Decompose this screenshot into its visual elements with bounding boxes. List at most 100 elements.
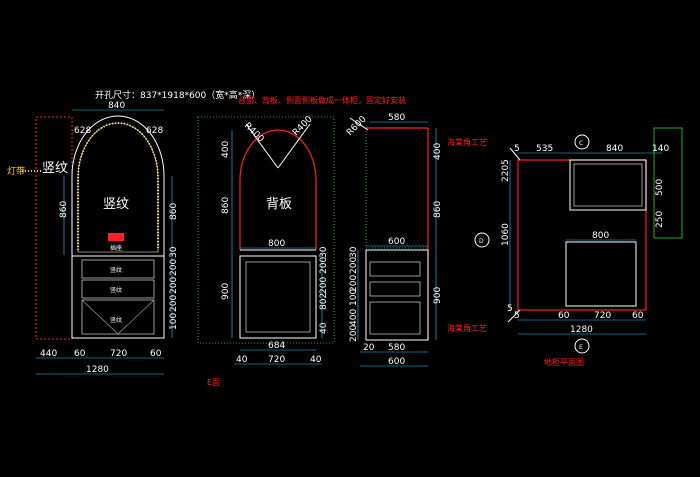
back-radius-right: R400 bbox=[291, 114, 315, 138]
back-bottom-dim-2: 720 bbox=[268, 355, 285, 365]
plan-right-dim-2: 250 bbox=[655, 211, 665, 228]
plan-total-width: 1280 bbox=[570, 325, 593, 335]
side-drawer-1 bbox=[369, 261, 421, 277]
socket-box bbox=[108, 233, 124, 241]
plan-upper-cabinet bbox=[569, 159, 647, 211]
plan-top-dim-1: 5 bbox=[514, 144, 520, 154]
e-top-width: 840 bbox=[108, 101, 125, 111]
e-bottom-dim-4: 60 bbox=[150, 349, 162, 359]
marker-e bbox=[574, 338, 590, 354]
back-right-dim-4: 802 bbox=[319, 293, 329, 310]
side-right-dim-3: 900 bbox=[433, 287, 443, 304]
side-radius: R600 bbox=[345, 114, 369, 138]
plan-left-dim-1: 2205 bbox=[501, 159, 511, 182]
e-right-dim-3: 200 bbox=[169, 259, 179, 276]
plan-top-dim-2: 535 bbox=[536, 144, 553, 154]
plan-top-dim-3: 840 bbox=[606, 144, 623, 154]
drawer-2 bbox=[81, 279, 155, 299]
plan-label-bottom: 海棠角工艺 bbox=[447, 323, 487, 333]
light-label: 灯带 bbox=[7, 166, 25, 177]
plan-left-dim-2: 1060 bbox=[501, 223, 511, 246]
marker-c bbox=[574, 134, 590, 150]
plan-bottom-dim-2: 60 bbox=[558, 311, 570, 321]
plan-bottom-dim-1: 5 bbox=[514, 311, 520, 321]
side-left-dim-6: 200 bbox=[349, 325, 359, 342]
plan-label-top: 海棠角工艺 bbox=[447, 137, 487, 147]
back-left-dim-2: 860 bbox=[221, 197, 231, 214]
e-right-dim-5: 200 bbox=[169, 295, 179, 312]
back-right-dim-5: 40 bbox=[319, 322, 329, 334]
side-drawer-2 bbox=[369, 281, 421, 297]
light-strip bbox=[77, 122, 159, 250]
side-left-dim-4: 100 bbox=[349, 289, 359, 306]
plan-right-wall bbox=[653, 127, 683, 239]
back-right-dim-3: 200 bbox=[319, 277, 329, 294]
plan-caption: 地柜平面图 bbox=[544, 357, 584, 367]
side-top-depth: 580 bbox=[388, 113, 405, 123]
back-bottom-dim-3: 40 bbox=[310, 355, 322, 365]
e-side-height: 860 bbox=[59, 201, 69, 218]
door-grain-label: 竖纹 bbox=[103, 197, 129, 212]
side-drawer-3 bbox=[369, 301, 421, 335]
socket-label: 插座 bbox=[110, 244, 122, 252]
side-view: R600 580 400 860 900 30 200 200 100 400 … bbox=[345, 113, 443, 367]
back-lower-cabinet bbox=[239, 255, 317, 339]
arch-cabinet-outline bbox=[71, 115, 165, 339]
side-lower-cabinet bbox=[365, 249, 429, 341]
side-left-dim-3: 200 bbox=[349, 275, 359, 292]
plan-top-dim-4: 140 bbox=[652, 144, 669, 154]
back-width-800: 800 bbox=[268, 239, 285, 249]
plan-bottom-dim-3: 720 bbox=[594, 311, 611, 321]
e-right-dim-2: 30 bbox=[169, 246, 179, 258]
side-panel-outline bbox=[35, 116, 73, 340]
side-width-600: 600 bbox=[388, 237, 405, 247]
drawer-label-3: 竖纹 bbox=[110, 316, 122, 324]
e-radius-right: 628 bbox=[146, 126, 163, 136]
back-inner-width: 684 bbox=[268, 341, 285, 351]
front-elevation-e: 插座 灯带 竖纹 竖纹 竖纹 竖纹 竖纹 840 628 628 860 860… bbox=[7, 101, 220, 387]
e-bottom-dim-3: 720 bbox=[110, 349, 127, 359]
e-bottom-dim-2: 60 bbox=[74, 349, 86, 359]
e-view-caption: E面 bbox=[207, 378, 220, 387]
marker-e-label: E bbox=[579, 344, 583, 351]
back-arch-outline bbox=[239, 129, 317, 250]
drawer-label-2: 竖纹 bbox=[110, 286, 122, 294]
back-frame-dotted bbox=[197, 116, 335, 344]
construction-note: 台面、背板、侧面侧板做成一体柜，固定好安装 bbox=[238, 95, 406, 105]
drawer-label-1: 竖纹 bbox=[110, 266, 122, 274]
plan-bottom-dim-4: 60 bbox=[632, 311, 644, 321]
back-panel-label: 背板 bbox=[266, 197, 292, 212]
plan-view: C D E 海棠角工艺 海棠角工艺 5 535 840 140 2205 106… bbox=[447, 127, 683, 367]
marker-d bbox=[474, 232, 490, 248]
drawer-1 bbox=[81, 259, 155, 279]
back-left-dim-1: 400 bbox=[221, 141, 231, 158]
opening-size-text: 开孔尺寸：837*1918*600（宽*高*深） bbox=[95, 89, 260, 101]
side-upper-panel bbox=[365, 127, 429, 249]
e-right-dim-1: 860 bbox=[169, 203, 179, 220]
side-bottom-dim-1: 20 bbox=[363, 343, 375, 353]
back-right-dim-2: 200 bbox=[319, 257, 329, 274]
plan-outline bbox=[517, 159, 647, 311]
arch-inner bbox=[77, 122, 159, 253]
e-bottom-dim-1: 440 bbox=[40, 349, 57, 359]
side-right-dim-2: 860 bbox=[433, 201, 443, 218]
side-total-depth: 600 bbox=[388, 357, 405, 367]
plan-lower-grid bbox=[565, 241, 637, 307]
plan-inner-width: 800 bbox=[592, 231, 609, 241]
side-grain-label: 竖纹 bbox=[42, 161, 68, 176]
marker-c-label: C bbox=[579, 140, 583, 147]
side-left-dim-1: 30 bbox=[349, 246, 359, 258]
e-right-dim-6: 100 bbox=[169, 313, 179, 330]
back-bottom-dim-1: 40 bbox=[236, 355, 248, 365]
back-right-dim-1: 30 bbox=[319, 246, 329, 258]
back-left-dim-3: 900 bbox=[221, 283, 231, 300]
plan-right-dim-1: 500 bbox=[655, 179, 665, 196]
side-left-dim-2: 200 bbox=[349, 257, 359, 274]
plan-bottom-left-5: 5 bbox=[507, 304, 513, 314]
side-bottom-dim-2: 580 bbox=[388, 343, 405, 353]
e-total-width: 1280 bbox=[86, 365, 109, 375]
back-panel-view: 背板 R400 R400 400 860 900 30 200 200 802 … bbox=[197, 114, 335, 365]
e-radius-left: 628 bbox=[74, 126, 91, 136]
marker-d-label: D bbox=[479, 238, 484, 245]
